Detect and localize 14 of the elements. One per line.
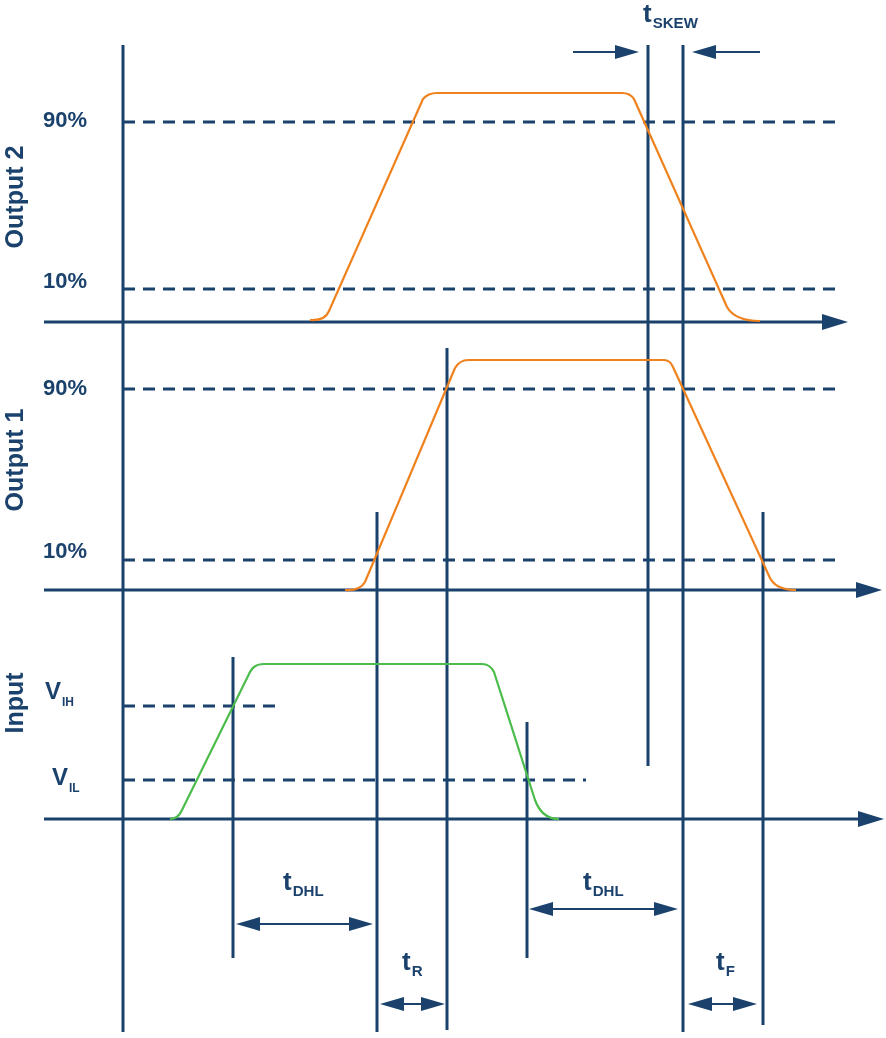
level-label: 10% — [43, 540, 88, 562]
level-label: 90% — [43, 109, 88, 131]
timing-label: t$_{R}$ — [402, 948, 423, 979]
timing-label: t$_{SKEW}$ — [643, 0, 698, 31]
level-label: 90% — [43, 377, 88, 399]
level-label: 10% — [43, 270, 88, 292]
signal-label: Output 1 — [1, 408, 27, 512]
threshold-label: V$_{IL}$ — [52, 765, 80, 794]
signal-label: Input — [1, 672, 27, 734]
timing-label: t$_{DHL}$ — [583, 868, 624, 899]
timing-label: t$_{DHL}$ — [283, 868, 324, 899]
signal-label: Output 2 — [1, 145, 27, 249]
timing-label: t$_{F}$ — [716, 948, 735, 979]
threshold-label: V$_{IH}$ — [45, 679, 74, 708]
